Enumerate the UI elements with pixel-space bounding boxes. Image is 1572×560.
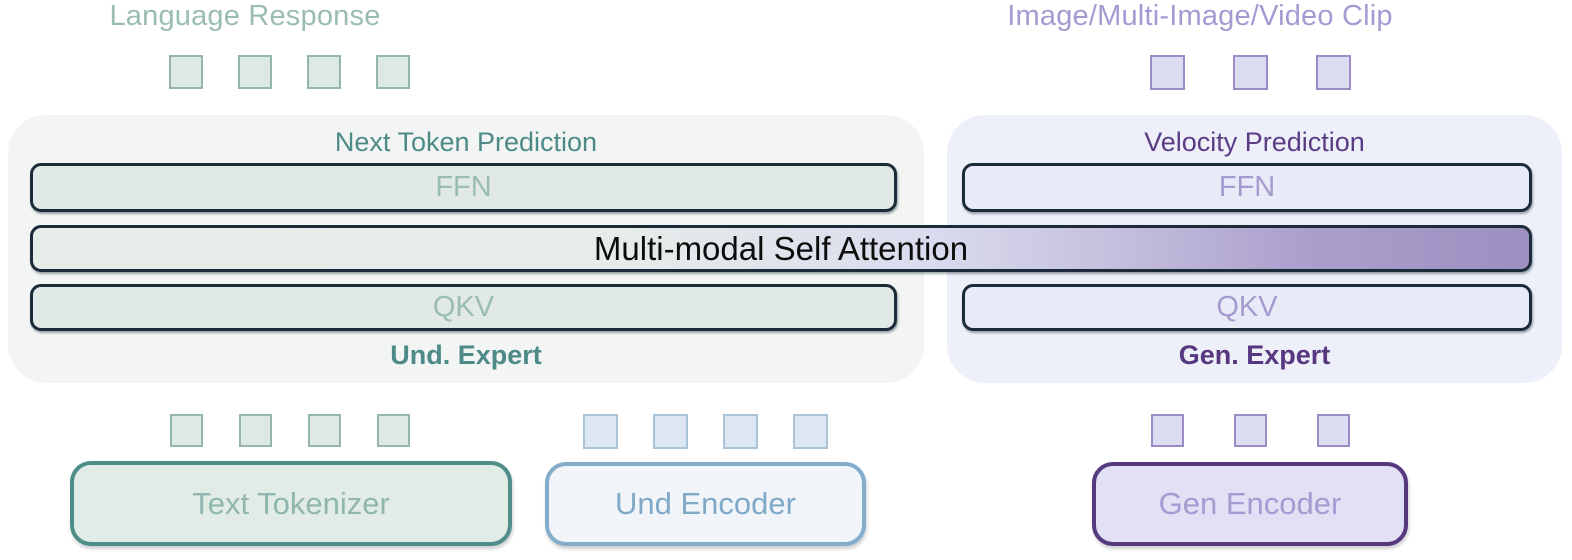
token-square	[1150, 55, 1185, 90]
token-square	[308, 414, 341, 447]
language-response-token-row	[169, 55, 410, 89]
text-tokenizer-token-row	[170, 414, 410, 447]
und-qkv-box: QKV	[30, 284, 897, 331]
token-square	[377, 414, 410, 447]
image-multi-image-video-clip-label: Image/Multi-Image/Video Clip	[1007, 0, 1393, 32]
token-square	[1234, 414, 1267, 447]
gen-ffn-box: FFN	[962, 163, 1532, 212]
token-square	[170, 414, 203, 447]
token-square	[238, 55, 272, 89]
gen-qkv-box: QKV	[962, 284, 1532, 331]
token-square	[1233, 55, 1268, 90]
token-square	[723, 414, 758, 449]
token-square	[583, 414, 618, 449]
token-square	[376, 55, 410, 89]
token-square	[307, 55, 341, 89]
und-ffn-box: FFN	[30, 163, 897, 212]
und-expert-name: Und. Expert	[390, 340, 542, 370]
token-square	[1317, 414, 1350, 447]
velocity-prediction-title: Velocity Prediction	[1144, 127, 1365, 157]
und-encoder-token-row	[583, 414, 828, 449]
gen-expert-name: Gen. Expert	[1178, 340, 1331, 370]
token-square	[169, 55, 203, 89]
token-square	[653, 414, 688, 449]
token-square	[793, 414, 828, 449]
language-response-label: Language Response	[109, 0, 381, 32]
und-encoder-box: Und Encoder	[545, 462, 866, 546]
token-square	[1316, 55, 1351, 90]
multi-modal-self-attention-bar: Multi-modal Self Attention	[30, 225, 1532, 272]
gen-encoder-box: Gen Encoder	[1092, 462, 1408, 546]
text-tokenizer-box: Text Tokenizer	[70, 461, 512, 546]
gen-encoder-token-row	[1151, 414, 1350, 447]
image-clip-token-row	[1150, 55, 1351, 90]
token-square	[1151, 414, 1184, 447]
token-square	[239, 414, 272, 447]
next-token-prediction-title: Next Token Prediction	[334, 127, 598, 157]
